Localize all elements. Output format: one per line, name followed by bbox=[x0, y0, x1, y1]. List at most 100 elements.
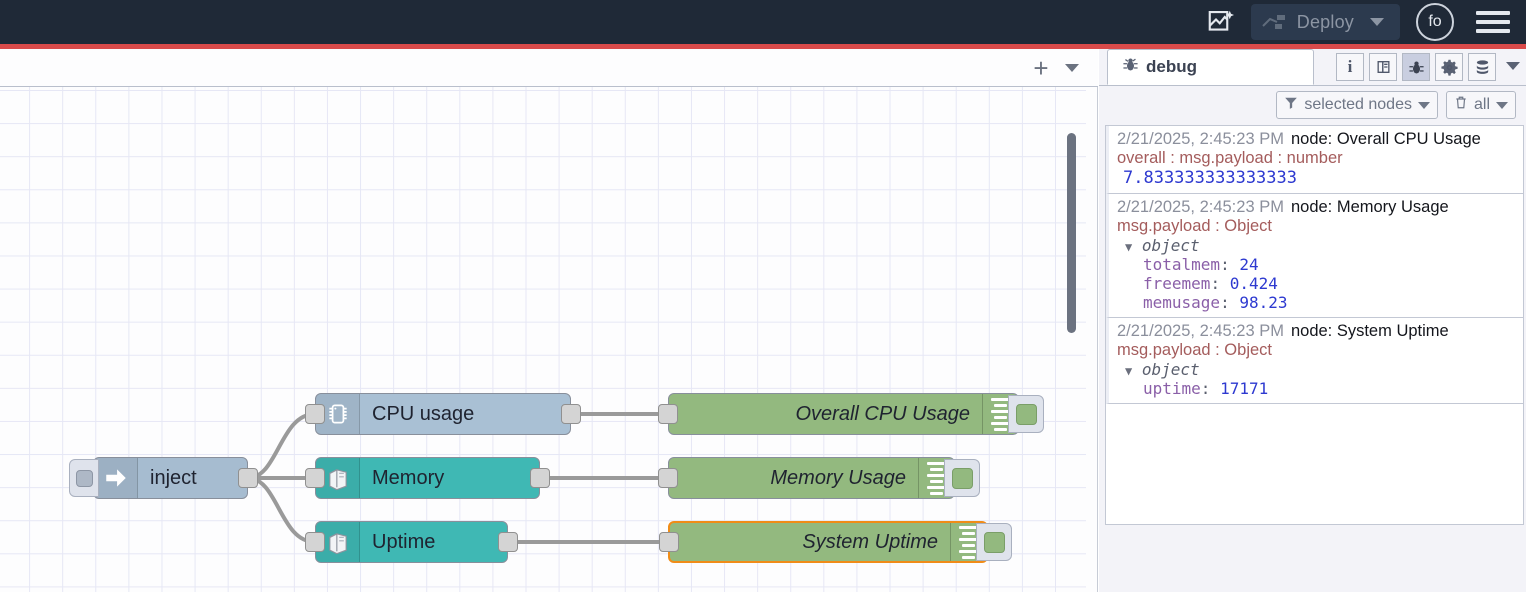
inject-trigger-button[interactable] bbox=[69, 459, 99, 497]
debug-bars-icon bbox=[950, 523, 986, 561]
trash-icon bbox=[1454, 95, 1468, 115]
node-input-port[interactable] bbox=[305, 468, 325, 488]
debug-status-glyph bbox=[983, 531, 1005, 553]
chevron-down-icon[interactable] bbox=[1056, 53, 1088, 83]
chevron-down-icon bbox=[1417, 101, 1430, 109]
debug-bars-icon bbox=[982, 394, 1018, 434]
flow-tab-bar: + bbox=[0, 49, 1098, 87]
canvas-vertical-scrollbar[interactable] bbox=[1067, 133, 1076, 333]
node-input-port[interactable] bbox=[658, 468, 678, 488]
filter-icon bbox=[1284, 96, 1298, 115]
debug-object-property: memusage: 98.23 bbox=[1143, 293, 1288, 312]
debug-timestamp: 2/21/2025, 2:45:23 PM bbox=[1117, 130, 1284, 148]
bug-icon[interactable] bbox=[1402, 53, 1430, 81]
database-stack-icon[interactable] bbox=[1468, 53, 1496, 81]
debug-object-toggle[interactable]: ▼ object bbox=[1117, 236, 1523, 255]
clear-all-button[interactable]: all bbox=[1445, 91, 1516, 119]
deploy-label: Deploy bbox=[1296, 11, 1354, 32]
debug-message-header: 2/21/2025, 2:45:23 PM node: Overall CPU U… bbox=[1117, 130, 1523, 149]
node-input-port[interactable] bbox=[305, 532, 325, 552]
inject-button-glyph bbox=[75, 469, 93, 487]
tab-debug[interactable]: debug bbox=[1107, 49, 1314, 85]
debug-value: 7.833333333333333 bbox=[1123, 168, 1297, 188]
book-icon[interactable] bbox=[1369, 53, 1397, 81]
flow-node-label: System Uptime bbox=[802, 530, 938, 553]
chevron-down-icon[interactable] bbox=[1370, 18, 1384, 26]
debug-topic: overall : msg.payload : number bbox=[1117, 149, 1343, 167]
flow-node-label: Memory bbox=[372, 466, 445, 489]
node-input-port[interactable] bbox=[658, 404, 678, 424]
debug-filter-bar: selected nodes all bbox=[1099, 86, 1526, 124]
flow-node-memory[interactable]: Memory bbox=[305, 457, 550, 499]
debug-node-name: node: Overall CPU Usage bbox=[1290, 130, 1481, 148]
arrow-right-icon bbox=[94, 458, 138, 498]
debug-property-value: 98.23 bbox=[1239, 293, 1288, 312]
debug-enable-button[interactable] bbox=[1008, 395, 1044, 433]
header-accent-line bbox=[0, 44, 1526, 49]
flow-node-uptime[interactable]: Uptime bbox=[305, 521, 518, 563]
flow-node-label: inject bbox=[150, 466, 197, 489]
node-output-port[interactable] bbox=[530, 468, 550, 488]
debug-property-key: memusage bbox=[1143, 293, 1221, 312]
filter-selected-nodes-button[interactable]: selected nodes bbox=[1276, 91, 1438, 119]
filter-label: selected nodes bbox=[1304, 96, 1412, 113]
flow-node-label: Overall CPU Usage bbox=[795, 402, 970, 425]
avatar-initials: fo bbox=[1428, 13, 1442, 30]
chevron-down-icon bbox=[1496, 101, 1508, 109]
node-input-port[interactable] bbox=[659, 532, 679, 552]
debug-node-name: node: System Uptime bbox=[1290, 322, 1449, 340]
debug-property-value: 24 bbox=[1239, 255, 1259, 274]
chevron-down-icon[interactable] bbox=[1500, 53, 1526, 79]
flow-node-inject[interactable]: inject bbox=[69, 457, 258, 499]
menu-bar-1 bbox=[1476, 11, 1510, 15]
node-output-port[interactable] bbox=[498, 532, 518, 552]
gear-icon[interactable] bbox=[1435, 53, 1463, 81]
flow-node-label: Memory Usage bbox=[770, 466, 906, 489]
flow-node-label: Uptime bbox=[372, 530, 436, 553]
debug-property-value: 0.424 bbox=[1229, 274, 1278, 293]
debug-enable-button[interactable] bbox=[944, 459, 980, 497]
flow-node-cpu[interactable]: CPU usage bbox=[305, 393, 581, 435]
flow-node-dbg-mem[interactable]: Memory Usage bbox=[658, 457, 980, 499]
node-input-port[interactable] bbox=[305, 404, 325, 424]
debug-node-name: node: Memory Usage bbox=[1290, 198, 1449, 216]
info-icon[interactable]: i bbox=[1336, 53, 1364, 81]
flow-node-label: CPU usage bbox=[372, 402, 475, 425]
debug-property-key: uptime bbox=[1143, 379, 1201, 398]
flow-generate-icon[interactable] bbox=[1201, 2, 1241, 42]
debug-property-key: freemem bbox=[1143, 274, 1211, 293]
hamburger-menu-icon[interactable] bbox=[1476, 7, 1510, 37]
node-output-port[interactable] bbox=[238, 468, 258, 488]
plus-icon[interactable]: + bbox=[1033, 52, 1049, 83]
deploy-icon bbox=[1261, 13, 1287, 31]
deploy-button[interactable]: Deploy bbox=[1250, 4, 1400, 40]
menu-bar-3 bbox=[1476, 29, 1510, 33]
debug-object-toggle[interactable]: ▼ object bbox=[1117, 360, 1523, 379]
debug-object-property: freemem: 0.424 bbox=[1143, 274, 1278, 293]
debug-object-property: totalmem: 24 bbox=[1143, 255, 1259, 274]
debug-object-label: object bbox=[1141, 360, 1200, 379]
debug-message[interactable]: 2/21/2025, 2:45:23 PM node: Overall CPU U… bbox=[1106, 126, 1523, 194]
debug-object-label: object bbox=[1141, 236, 1200, 255]
debug-status-glyph bbox=[951, 467, 973, 489]
app-header: Deploy fo bbox=[0, 0, 1526, 44]
wire-inject-uptime bbox=[246, 476, 317, 544]
flow-node-dbg-cpu[interactable]: Overall CPU Usage bbox=[658, 393, 1044, 435]
flow-node-dbg-up[interactable]: System Uptime bbox=[659, 521, 1012, 563]
menu-bar-2 bbox=[1476, 20, 1510, 24]
debug-bars-icon bbox=[918, 458, 954, 498]
debug-enable-button[interactable] bbox=[976, 523, 1012, 561]
avatar[interactable]: fo bbox=[1416, 3, 1454, 41]
sidebar-tab-row: debug i bbox=[1099, 49, 1526, 86]
debug-status-glyph bbox=[1015, 403, 1037, 425]
node-output-port[interactable] bbox=[561, 404, 581, 424]
debug-topic: msg.payload : Object bbox=[1117, 217, 1272, 235]
debug-object-property: uptime: 17171 bbox=[1143, 379, 1269, 398]
debug-message-list[interactable]: 2/21/2025, 2:45:23 PM node: Overall CPU U… bbox=[1105, 125, 1524, 525]
